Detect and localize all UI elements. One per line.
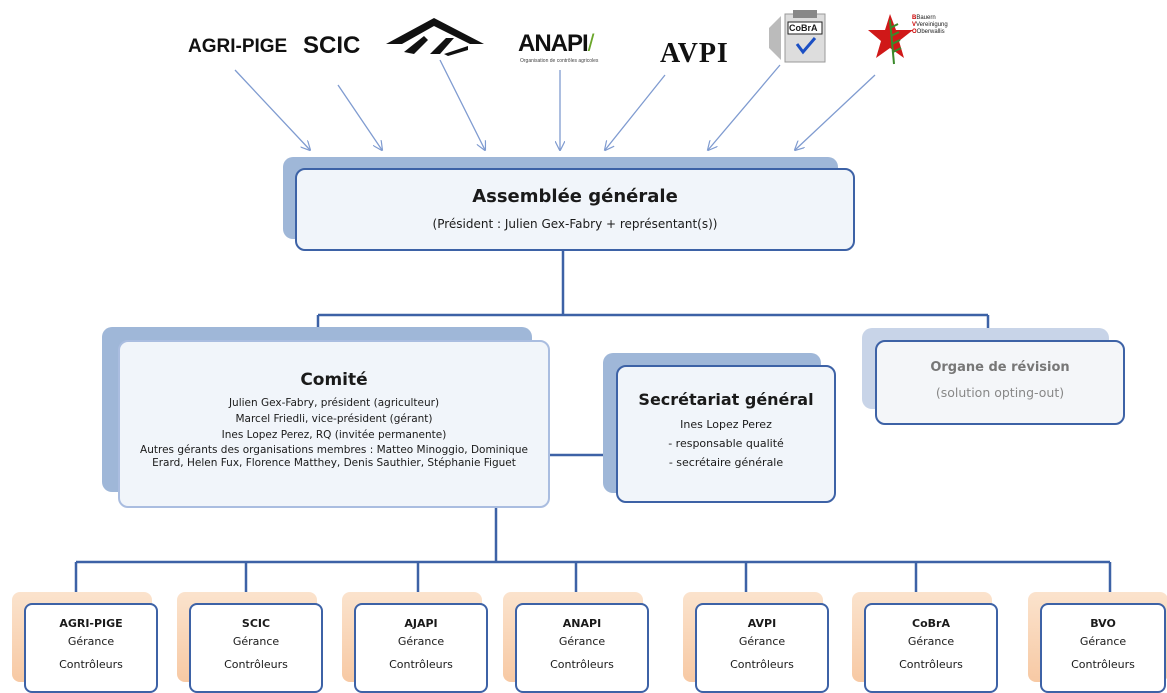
org-line: Contrôleurs <box>1071 658 1135 671</box>
comite-box: Comité Julien Gex-Fabry, président (agri… <box>118 340 550 508</box>
org-line: Gérance <box>67 635 115 648</box>
assemblee-generale-box: Assemblée générale (Président : Julien G… <box>295 168 855 251</box>
anapi-logo: ANAPI/ Organisation de contrôles agricol… <box>518 30 599 64</box>
org-box-anapi: ANAPI Gérance Contrôleurs <box>515 603 649 693</box>
avpi-logo: AVPI <box>660 38 729 69</box>
comite-member: Julien Gex-Fabry, président (agriculteur… <box>228 397 440 409</box>
secretariat-line: - secrétaire générale <box>668 456 784 469</box>
logo-arrows <box>234 59 876 150</box>
assemblee-title: Assemblée générale <box>472 186 678 207</box>
org-box-scic: SCIC Gérance Contrôleurs <box>189 603 323 693</box>
org-line: Contrôleurs <box>389 658 453 671</box>
cobra-logo: CoBrA <box>767 10 831 70</box>
org-name: ANAPI <box>562 617 602 630</box>
org-name: BVO <box>1090 617 1116 630</box>
org-box-bvo: BVO Gérance Contrôleurs <box>1040 603 1166 693</box>
scic-logo: SCIC <box>303 32 361 59</box>
org-line: Gérance <box>558 635 606 648</box>
org-box-ajapi: AJAPI Gérance Contrôleurs <box>354 603 488 693</box>
secretariat-title: Secrétariat général <box>638 390 814 409</box>
bvo-logo: BBauern VVereinigung OOberwallis <box>868 12 948 72</box>
arrow-cobra <box>708 64 781 150</box>
secretariat-general-box: Secrétariat général Ines Lopez Perez - r… <box>616 365 836 503</box>
org-box-agri-pige: AGRI-PIGE Gérance Contrôleurs <box>24 603 158 693</box>
org-line: Contrôleurs <box>59 658 123 671</box>
org-line: Gérance <box>397 635 445 648</box>
agri-pige-logo: AGRI-PIGE <box>188 36 288 57</box>
org-line: Gérance <box>232 635 280 648</box>
comite-member: Ines Lopez Perez, RQ (invitée permanente… <box>221 429 447 441</box>
org-name: CoBrA <box>912 617 950 630</box>
comite-member: Marcel Friedli, vice-président (gérant) <box>235 413 433 425</box>
org-line: Contrôleurs <box>730 658 794 671</box>
arrow-agri-pige <box>234 69 310 150</box>
ajapi-logo <box>384 14 488 66</box>
org-line: Gérance <box>907 635 955 648</box>
organe-revision-box: Organe de révision (solution opting-out) <box>875 340 1125 425</box>
bvo-line2: Vereinigung <box>916 22 948 28</box>
hierarchy-connectors <box>74 251 1112 603</box>
secretariat-line: - responsable qualité <box>668 437 784 450</box>
arrow-avpi <box>605 74 666 150</box>
org-box-avpi: AVPI Gérance Contrôleurs <box>695 603 829 693</box>
bvo-line1: Bauern <box>916 15 936 21</box>
arrow-bvo <box>795 74 876 150</box>
org-name: AJAPI <box>404 617 438 630</box>
org-box-cobra: CoBrA Gérance Contrôleurs <box>864 603 998 693</box>
revision-title: Organe de révision <box>930 360 1070 375</box>
org-name: SCIC <box>241 617 271 630</box>
org-line: Gérance <box>1079 635 1127 648</box>
org-line: Contrôleurs <box>899 658 963 671</box>
arrow-scic <box>337 84 382 150</box>
bvo-line3: Oberwallis <box>916 29 945 35</box>
org-line: Contrôleurs <box>224 658 288 671</box>
revision-subtitle: (solution opting-out) <box>935 385 1065 400</box>
arrow-ajapi <box>439 59 485 150</box>
org-name: AGRI-PIGE <box>59 617 123 630</box>
cobra-logo-text: CoBrA <box>789 23 818 33</box>
comite-title: Comité <box>300 370 368 390</box>
org-line: Gérance <box>738 635 786 648</box>
secretariat-line: Ines Lopez Perez <box>680 418 772 431</box>
comite-other-managers: Autres gérants des organisations membres… <box>140 444 528 469</box>
assemblee-subtitle: (Président : Julien Gex-Fabry + représen… <box>432 217 718 231</box>
org-line: Contrôleurs <box>550 658 614 671</box>
org-name: AVPI <box>747 617 777 630</box>
